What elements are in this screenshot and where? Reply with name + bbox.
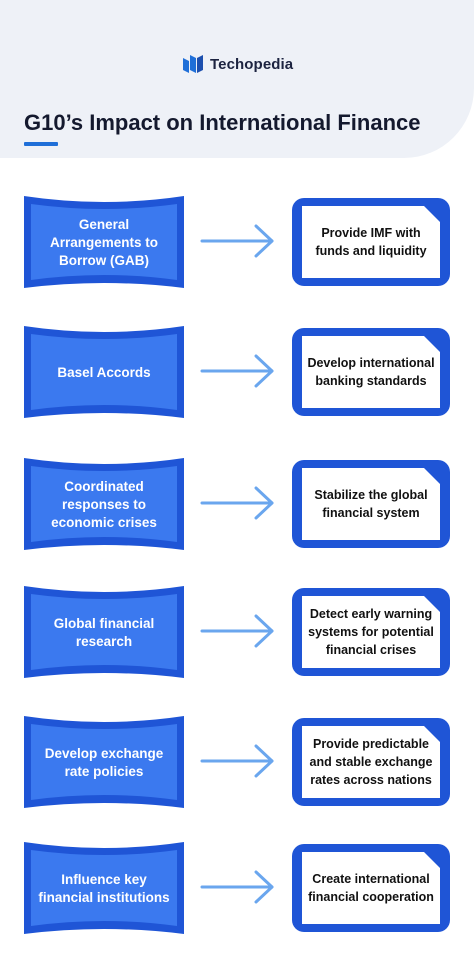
impact-label: Create international financial cooperati… [308,872,434,904]
source-banner: Develop exchange rate policies [22,714,186,814]
impact-label: Provide predictable and stable exchange … [309,737,433,787]
source-banner: Global financial research [22,584,186,684]
source-label: Basel Accords [57,365,151,380]
header-area: Techopedia G10’s Impact on International… [0,0,474,158]
title-underline [24,142,58,146]
source-banner: Coordinated responses to economic crises [22,456,186,556]
techopedia-logo-icon [183,55,203,73]
source-label: Develop exchange rate policies [44,746,164,779]
source-banner: General Arrangements to Borrow (GAB) [22,194,186,294]
brand-name: Techopedia [210,55,294,73]
impact-card: Provide predictable and stable exchange … [290,716,452,808]
brand-logo: Techopedia [182,52,293,76]
arrow-right-icon [200,486,274,520]
impact-label: Stabilize the global financial system [314,488,428,520]
impact-label: Provide IMF with funds and liquidity [315,226,427,258]
source-banner: Basel Accords [22,324,186,424]
impact-row-4: Global financial research Detect early w… [0,584,474,684]
impact-row-2: Basel Accords Develop international bank… [0,324,474,424]
source-label: Global financial research [53,616,155,649]
impact-row-5: Develop exchange rate policies Provide p… [0,714,474,814]
arrow-right-icon [200,870,274,904]
impact-card: Develop international banking standards [290,326,452,418]
source-label: General Arrangements to Borrow (GAB) [49,217,159,268]
impact-row-6: Influence key financial institutions Cre… [0,840,474,940]
impact-label: Develop international banking standards [307,356,435,388]
page-title: G10’s Impact on International Finance [24,110,421,135]
impact-card: Detect early warning systems for potenti… [290,586,452,678]
impact-row-1: General Arrangements to Borrow (GAB) Pro… [0,194,474,294]
impact-card: Stabilize the global financial system [290,458,452,550]
source-banner: Influence key financial institutions [22,840,186,940]
impact-card: Create international financial cooperati… [290,842,452,934]
source-label: Coordinated responses to economic crises [51,479,157,530]
arrow-right-icon [200,354,274,388]
arrow-right-icon [200,224,274,258]
arrow-right-icon [200,614,274,648]
impact-card: Provide IMF with funds and liquidity [290,196,452,288]
impact-label: Detect early warning systems for potenti… [308,607,434,657]
arrow-right-icon [200,744,274,778]
source-label: Influence key financial institutions [38,872,170,905]
impact-row-3: Coordinated responses to economic crises… [0,456,474,556]
